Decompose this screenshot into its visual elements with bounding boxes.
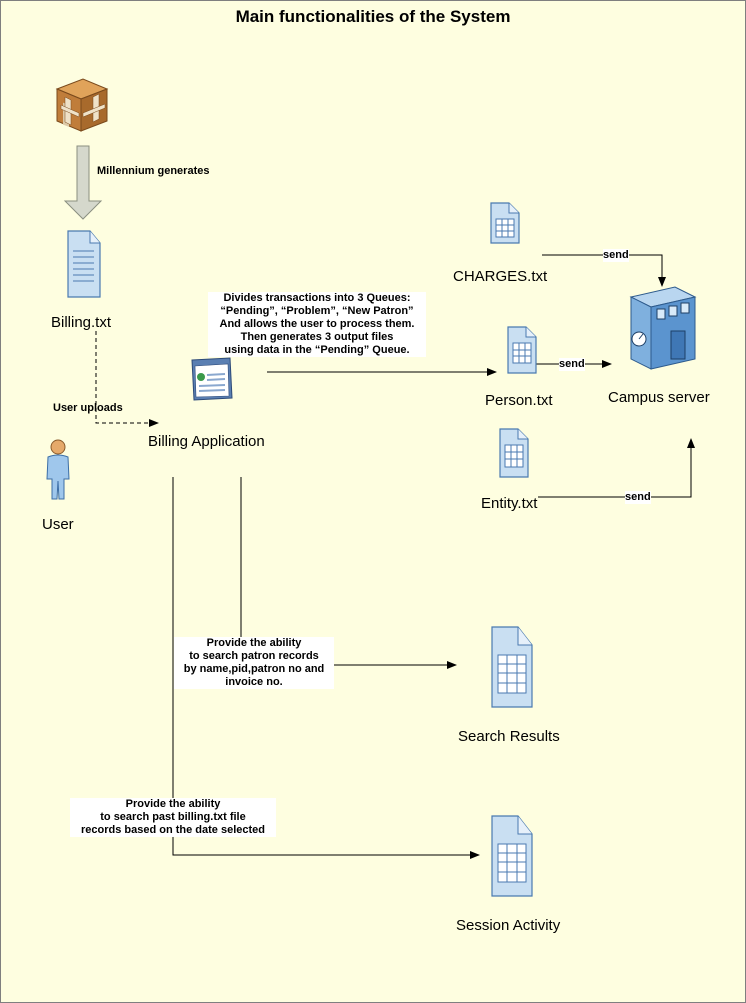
search-past-connector [172,477,480,859]
search-patron-line-4: invoice no. [225,676,283,688]
entity-send-connector [538,438,695,498]
entity-txt-label: Entity.txt [481,495,538,512]
billing-document-icon [67,230,101,298]
user-label: User [42,516,74,533]
millennium-label: Millennium generates [97,165,210,177]
diagram-title: Main functionalities of the System [235,7,511,26]
entity-spreadsheet-icon [499,428,529,478]
search-patron-line-1: Provide the ability [206,637,302,649]
person-spreadsheet-icon [507,326,537,374]
send-entity-label: send [625,491,651,504]
person-txt-label: Person.txt [485,392,553,409]
divides-line-3: And allows the user to process them. [219,318,415,330]
user-uploads-connector [95,331,159,427]
charges-spreadsheet-icon [490,202,520,244]
search-patron-line-3: by name,pid,patron no and [183,663,325,675]
search-past-annotation: Provide the ability to search past billi… [70,798,276,837]
application-window-icon [191,357,233,401]
charges-send-connector [542,254,666,287]
divides-line-5: using data in the “Pending” Queue. [224,344,410,356]
search-results-spreadsheet-icon [491,626,533,708]
charges-txt-label: CHARGES.txt [453,268,548,285]
search-past-line-2: to search past billing.txt file [100,811,246,823]
server-building-icon [629,286,697,370]
search-past-line-1: Provide the ability [125,798,221,810]
send-charges-label: send [603,249,629,262]
search-results-label: Search Results [458,728,560,745]
divides-line-1: Divides transactions into 3 Queues: [223,292,411,304]
session-activity-spreadsheet-icon [491,815,533,897]
millennium-arrow [63,145,103,220]
search-patron-line-2: to search patron records [189,650,319,662]
search-past-line-3: records based on the date selected [80,824,265,836]
user-icon [46,439,70,500]
campus-server-label: Campus server [608,389,710,406]
divides-line-4: Then generates 3 output files [240,331,394,343]
search-patron-annotation: Provide the ability to search patron rec… [174,637,334,689]
divides-line-2: “Pending”, “Problem”, “New Patron” [220,305,414,317]
user-uploads-label: User uploads [53,402,123,414]
billing-application-label: Billing Application [148,433,265,450]
session-activity-label: Session Activity [456,917,561,934]
divides-annotation: Divides transactions into 3 Queues: “Pen… [208,292,426,357]
billing-txt-label: Billing.txt [51,314,112,331]
send-person-label: send [559,358,585,371]
package-icon [55,78,109,132]
